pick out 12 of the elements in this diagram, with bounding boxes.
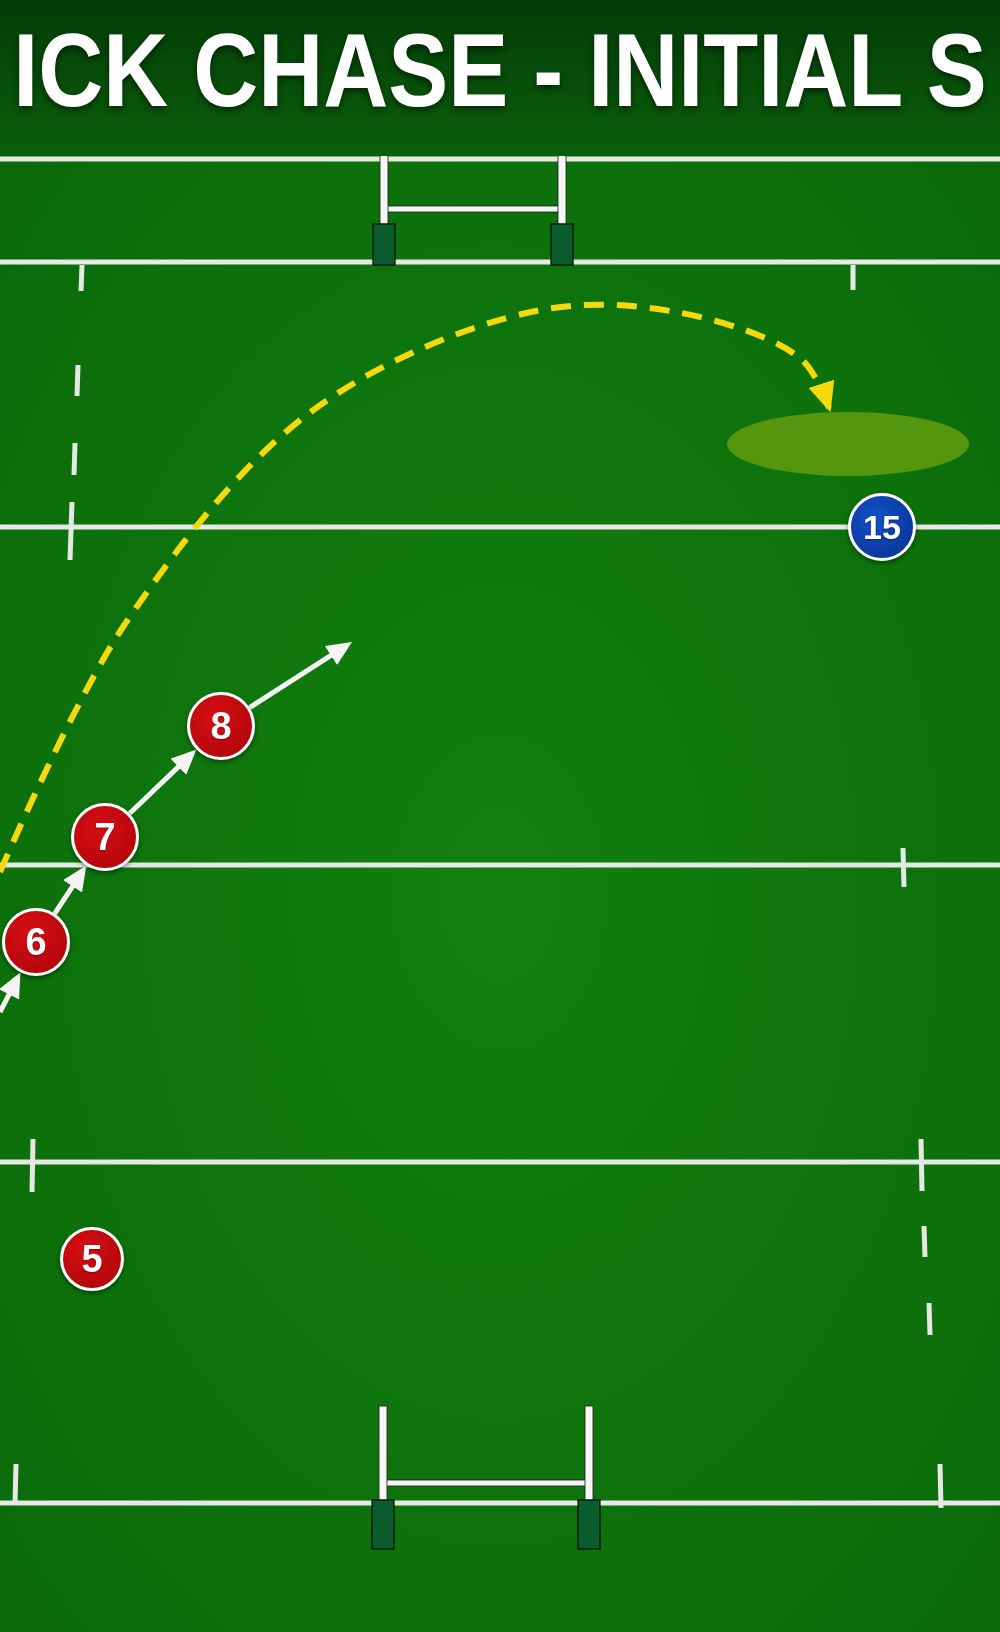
player-number: 6 xyxy=(25,923,47,961)
player-number: 7 xyxy=(94,818,116,856)
arrow xyxy=(248,639,354,710)
player-number: 15 xyxy=(863,510,901,544)
title: ICK CHASE - INITIAL S xyxy=(13,26,987,116)
target-zone xyxy=(727,412,969,476)
dashed-arrow xyxy=(0,301,834,874)
arrow xyxy=(0,971,23,1014)
arrow xyxy=(52,864,89,915)
player-number: 5 xyxy=(81,1240,103,1278)
player-number: 8 xyxy=(210,707,232,745)
arrow xyxy=(127,747,199,816)
